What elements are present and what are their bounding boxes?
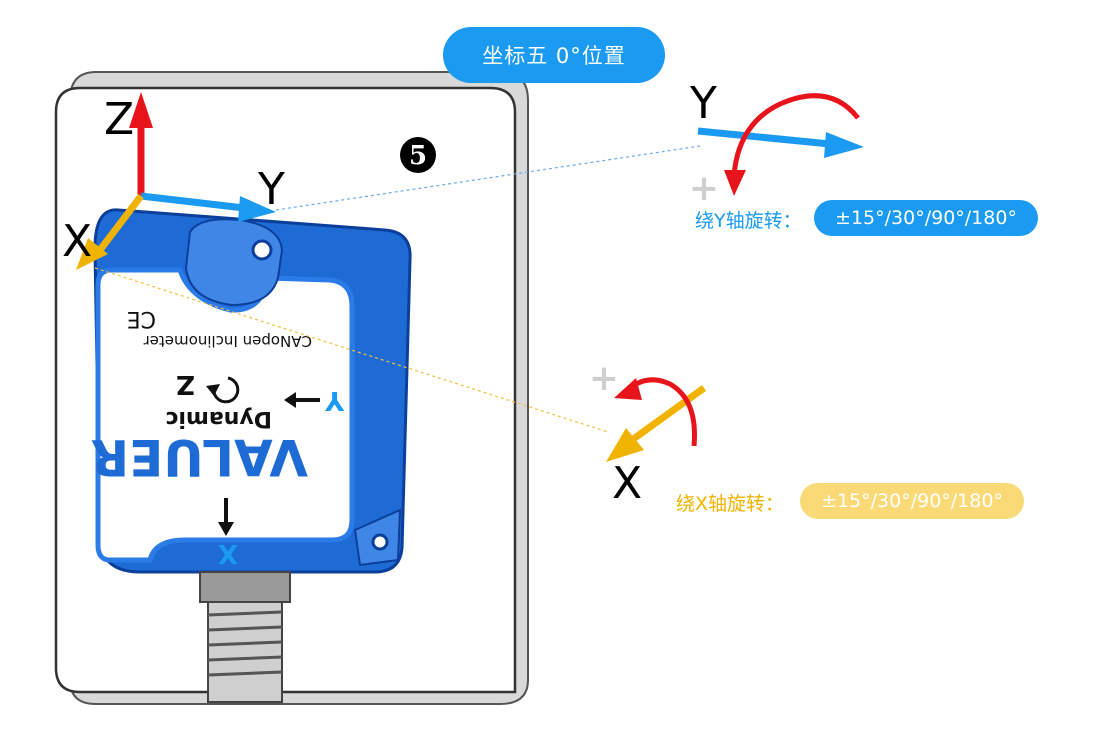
y-rotation-label: 绕Y轴旋转： [695,210,802,232]
face-axis-z: Z [176,369,195,399]
face-axis-y: Y [324,385,345,415]
badge-number: 5 [400,137,436,173]
x-rotation-arc [628,377,697,447]
device-face-labels: CE CANopen Inclinometer Dynamic VALUER Z… [91,306,345,568]
x-plus-sign: + [589,358,619,399]
sensor-body [93,208,412,703]
coordinate-axes: Z Y X [62,92,285,270]
svg-text:5: 5 [409,141,427,171]
y-detail-axis-letter: Y [689,78,717,129]
ce-mark: CE [127,306,156,331]
axis-label-z: Z [104,94,134,145]
x-rotation-detail: + X [589,358,707,509]
connector-threads [207,601,283,703]
x-detail-axis-letter: X [612,458,642,509]
x-axis-arrow [97,193,144,253]
sub-brand-text: Dynamic [165,406,272,431]
brand-text: VALUER [91,428,308,486]
y-rotation-arc [731,93,860,177]
model-text: CANopen Inclinometer [143,332,312,350]
y-plus-sign: + [689,168,719,209]
axis-label-x: X [62,216,92,267]
y-rotation-range-pill: ±15°/30°/90°/180° [814,200,1038,236]
face-rotate-icon [212,376,240,404]
x-rotation-range-pill: ±15°/30°/90°/180° [800,483,1024,519]
title-pill: 坐标五 0°位置 [443,27,665,83]
y-axis-arrow [140,192,245,212]
y-rotation-detail: Y + [689,78,864,209]
axis-label-y: Y [257,164,285,215]
x-rotation-label: 绕X轴旋转： [676,493,785,515]
face-axis-x: X [218,538,238,568]
